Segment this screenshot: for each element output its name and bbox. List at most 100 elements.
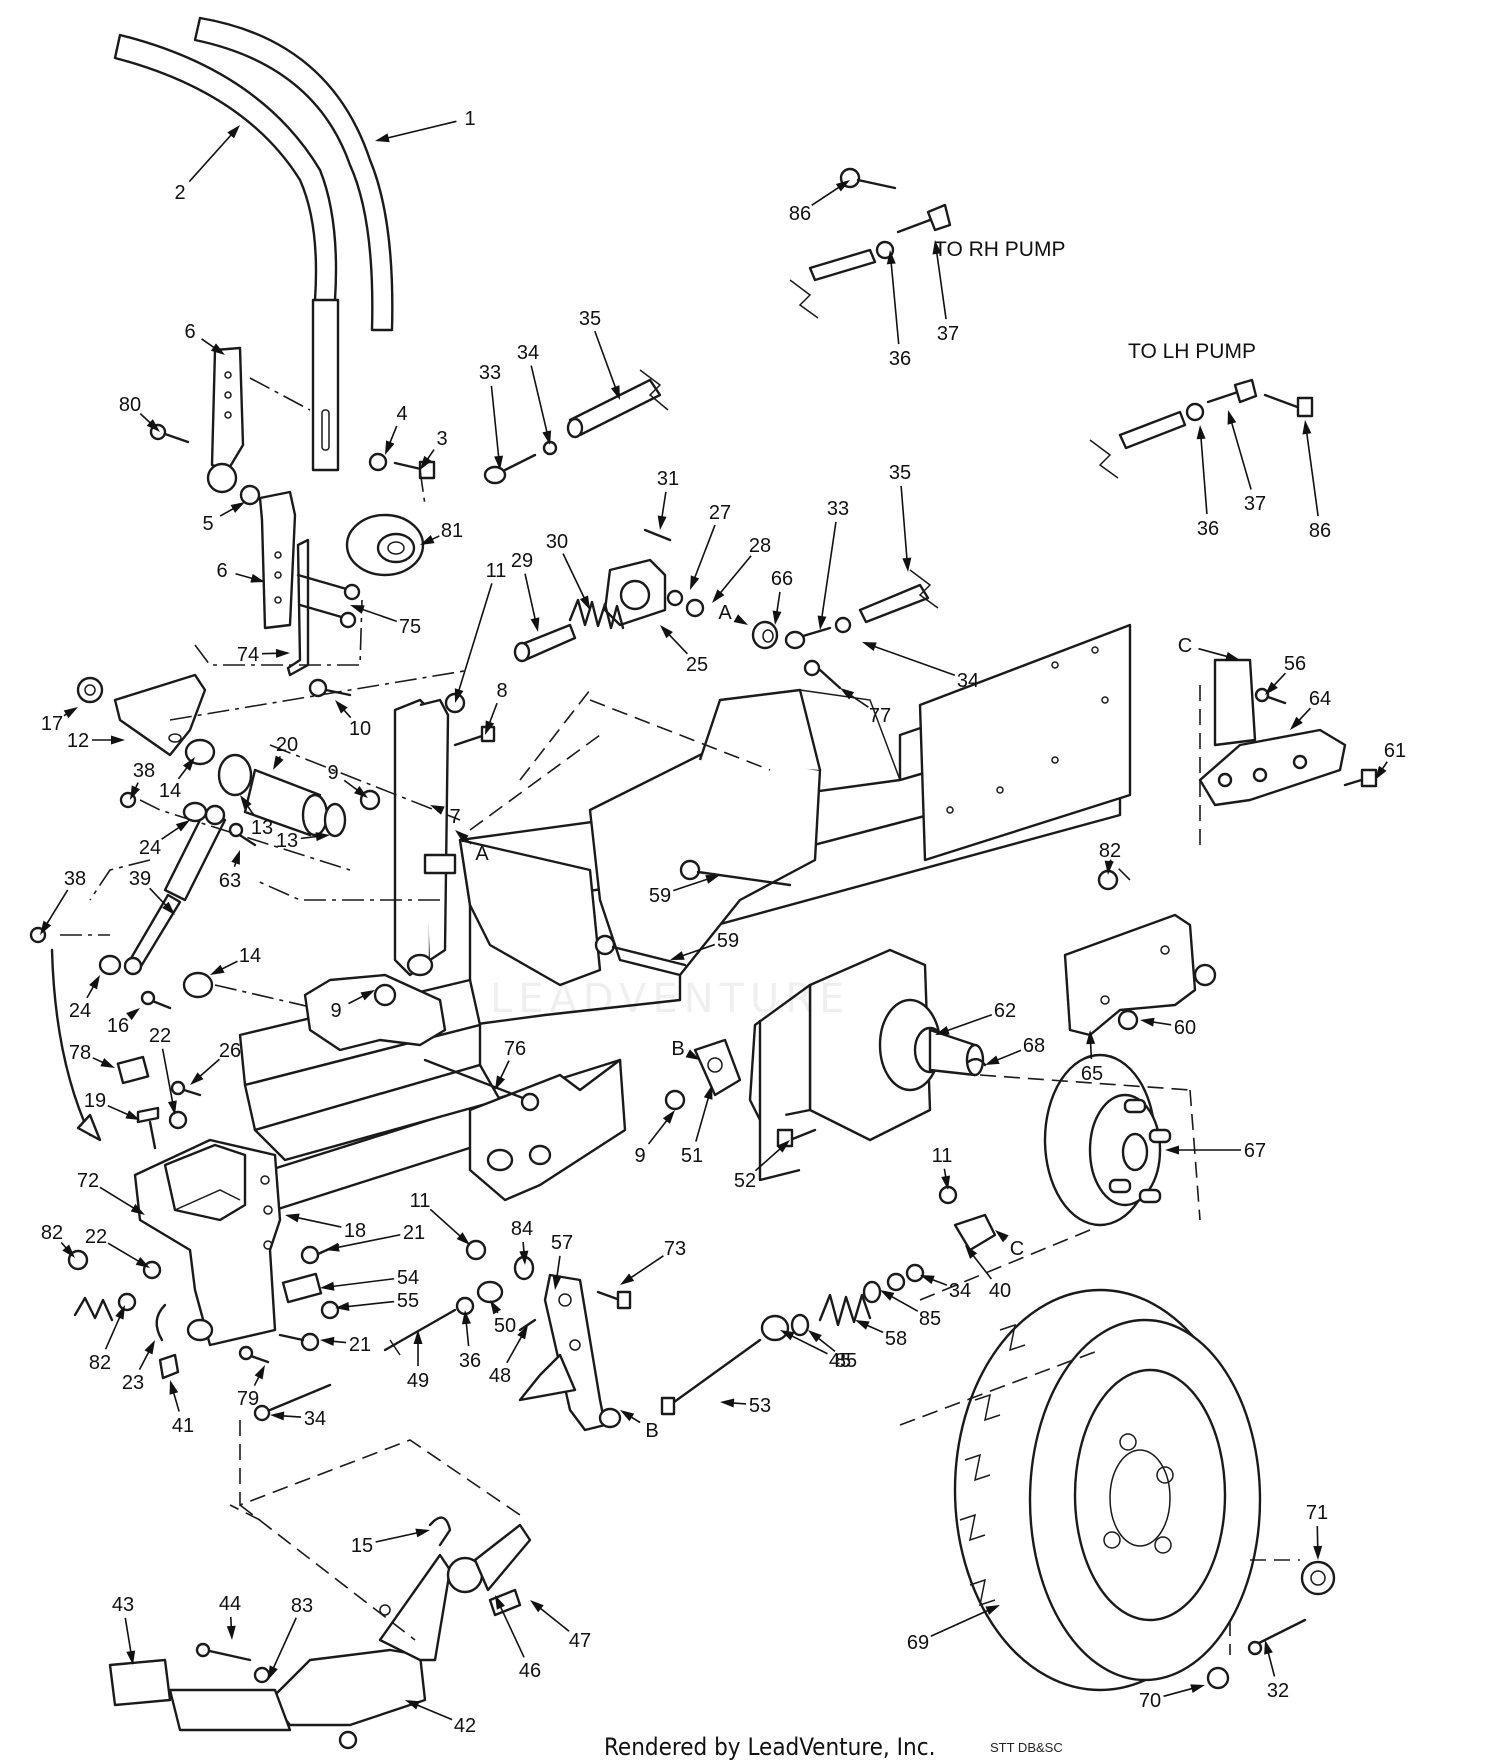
callout-label: 24 [69, 1000, 91, 1022]
callout-label: 49 [407, 1370, 429, 1392]
leader-arrowhead [519, 1250, 529, 1265]
leader-arrowhead [126, 1008, 140, 1021]
callout-c46: 46 [495, 1595, 541, 1682]
leader-arrowhead [190, 1072, 204, 1085]
callout-c48: 48 [489, 1325, 528, 1387]
callout-label: 11 [410, 1190, 431, 1212]
callout-label: 64 [1309, 688, 1331, 710]
callout-label: 16 [107, 1015, 129, 1037]
callout-label: 15 [351, 1535, 373, 1557]
callout-label: 4 [396, 403, 407, 425]
swivel-50 [476, 1280, 504, 1304]
bolt-26 [170, 1080, 202, 1097]
callout-label: 39 [129, 868, 151, 890]
callout-label: 70 [1139, 1690, 1161, 1712]
callout-c79: 79 [237, 1365, 265, 1410]
leader-arrowhead [1140, 1017, 1155, 1027]
leader-arrowhead [552, 1275, 562, 1290]
callout-c23: 23 [122, 1340, 155, 1394]
callout-label: 47 [569, 1630, 591, 1652]
callout-c28: 28 [712, 535, 771, 603]
callout-label: 78 [69, 1042, 91, 1064]
callout-label: 45 [829, 1350, 851, 1372]
leader-arrowhead [315, 832, 330, 842]
leader-arrowhead [620, 1273, 635, 1285]
leader-arrowhead [965, 1245, 978, 1259]
leader-arrowhead [657, 515, 667, 530]
leader-arrowhead [126, 1650, 136, 1665]
callout-label: 57 [551, 1232, 573, 1254]
leader-line [490, 385, 501, 467]
leader-arrowhead [62, 1244, 75, 1258]
pin-47 [488, 1588, 522, 1617]
callout-label: 55 [397, 1290, 419, 1312]
callout-c75: 75 [350, 605, 421, 638]
leader-arrowhead [780, 1330, 795, 1341]
leader-arrowhead [169, 1380, 179, 1395]
nut-55 [320, 1300, 340, 1320]
callout-c44: 44 [219, 1593, 241, 1640]
leader-arrowhead [250, 573, 265, 583]
leader-arrowhead [610, 385, 620, 400]
leader-line [1304, 423, 1319, 517]
leader-arrowhead [420, 455, 432, 470]
callout-cA2: A [718, 602, 748, 625]
assembly-guide-frame [469, 680, 1201, 881]
callout-c82c: 82 [1099, 840, 1121, 875]
callout-label: 6 [184, 321, 195, 343]
key-68 [966, 1057, 987, 1067]
callout-c67: 67 [1165, 1140, 1266, 1162]
gas-spring-39 [123, 804, 227, 976]
leader-line [378, 120, 457, 141]
callout-label: 13 [251, 817, 273, 839]
frame-side-bracket [458, 838, 602, 987]
bolt-73 [596, 1290, 632, 1310]
callout-c6a: 6 [184, 321, 225, 355]
plate-9-lower [303, 973, 447, 1052]
callout-label: 52 [734, 1170, 756, 1192]
callout-label: 85 [835, 1350, 857, 1372]
callout-c34d: 34 [517, 342, 552, 445]
bracket-51 [693, 1038, 742, 1097]
callout-label: 35 [579, 308, 601, 330]
front-bracket-18 [133, 1138, 282, 1347]
callout-c9a: 9 [327, 762, 368, 798]
leader-arrowhead [886, 250, 896, 265]
leader-arrowhead [461, 1310, 471, 1325]
callout-c55: 55 [335, 1290, 419, 1312]
hub-67 [1043, 1053, 1172, 1227]
callout-label: 59 [717, 930, 739, 952]
leader-arrowhead [125, 1110, 140, 1120]
callout-label: 34 [957, 670, 979, 692]
callout-label: 5 [202, 513, 213, 535]
callout-label: 56 [1284, 653, 1306, 675]
leader-line [1199, 428, 1208, 515]
callout-c38a: 38 [130, 760, 155, 800]
callout-c21b: 21 [320, 1334, 371, 1356]
leader-arrowhead [273, 755, 284, 770]
yoke-46 [446, 1523, 532, 1594]
callout-c38b: 38 [40, 868, 86, 935]
callout-label: 81 [441, 520, 463, 542]
leader-arrowhead [776, 1140, 790, 1153]
lh-pump-linkage [1089, 378, 1314, 479]
callout-label: 59 [649, 885, 671, 907]
callout-label: 71 [1306, 1502, 1328, 1524]
leader-line [323, 1277, 395, 1289]
callout-label: 17 [41, 713, 63, 735]
rod-49 [383, 1308, 457, 1356]
handle-2 [113, 33, 340, 472]
callout-label: 35 [889, 462, 911, 484]
cotter-pin-32 [1247, 1618, 1307, 1656]
callout-label: 3 [436, 428, 447, 450]
leader-arrowhead [1227, 410, 1237, 425]
callout-c24a: 24 [139, 820, 190, 859]
bolt-8 [453, 725, 496, 747]
leader-line [1228, 413, 1252, 490]
callout-c84: 84 [511, 1218, 533, 1265]
leader-arrowhead [1104, 860, 1114, 875]
callout-c34c: 34 [862, 642, 979, 692]
callout-label: 33 [827, 498, 849, 520]
callout-label: 34 [517, 342, 539, 364]
